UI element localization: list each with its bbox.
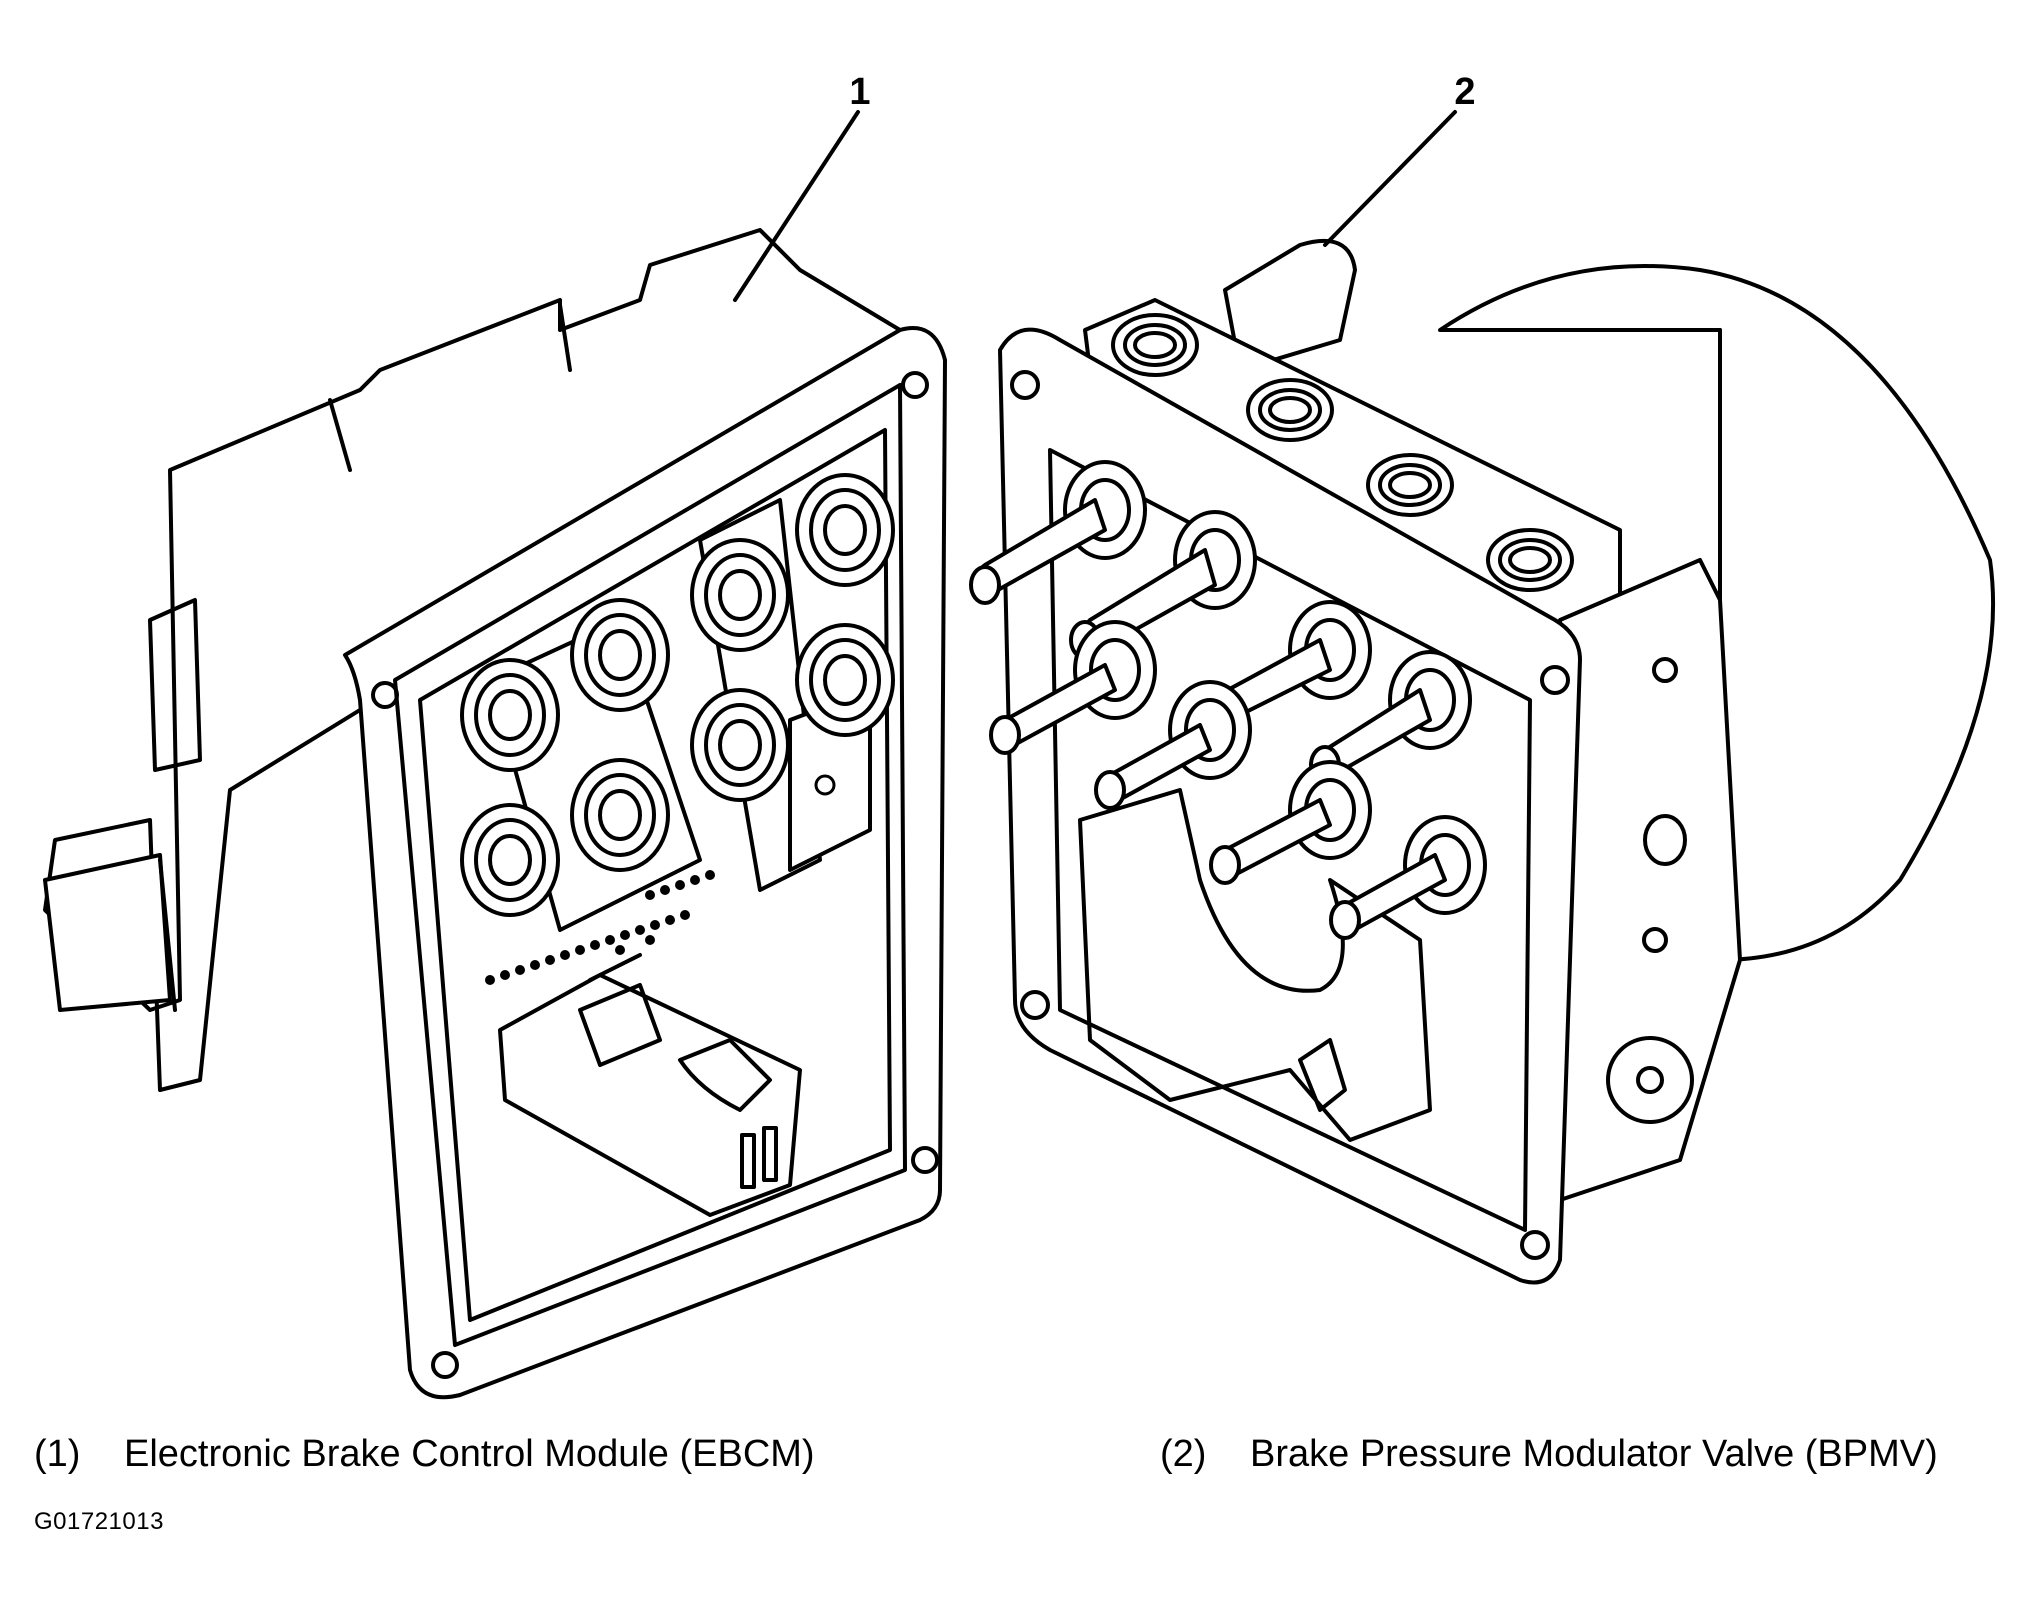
bpmv-motor-housing <box>1438 264 1996 962</box>
bpmv-module <box>969 238 1996 1285</box>
mount-hole-icon <box>371 681 399 709</box>
callout-number-2: 2 <box>1454 71 1475 113</box>
bpmv-top-fitting <box>1223 238 1357 372</box>
legend-item-bpmv: (2) Brake Pressure Modulator Valve (BPMV) <box>1160 1432 1938 1476</box>
callout-1: 1 <box>733 71 871 302</box>
bolt-icon <box>1606 1036 1694 1124</box>
callout-number-1: 1 <box>849 71 870 113</box>
mount-hole-icon <box>901 371 929 399</box>
mount-hole-icon <box>431 1351 459 1379</box>
mount-hole-icon <box>1010 370 1040 400</box>
mount-hole-icon <box>1020 990 1050 1020</box>
valve-stems <box>969 460 1487 940</box>
legend-text: Electronic Brake Control Module (EBCM) <box>124 1433 815 1475</box>
ebcm-side-connector <box>43 853 172 1012</box>
figure-id: G01721013 <box>34 1508 164 1535</box>
leader-line-1 <box>733 110 860 302</box>
legend-number: (1) <box>34 1433 81 1475</box>
legend-item-ebcm: (1) Electronic Brake Control Module (EBCM… <box>34 1432 815 1476</box>
mount-hole-icon <box>911 1146 939 1174</box>
callout-2: 2 <box>1323 71 1476 247</box>
solenoid-coils <box>460 473 895 917</box>
bpmv-side-housing <box>1558 558 1742 1202</box>
mount-hole-icon <box>1520 1230 1550 1260</box>
mount-hole-icon <box>1540 665 1570 695</box>
legend-number: (2) <box>1160 1433 1207 1475</box>
ebcm-module <box>43 228 947 1400</box>
legend-text: Brake Pressure Modulator Valve (BPMV) <box>1250 1433 1938 1475</box>
circuit-pins <box>485 870 715 985</box>
bpmv-ports <box>1111 313 1574 592</box>
leader-line-2 <box>1323 110 1457 247</box>
